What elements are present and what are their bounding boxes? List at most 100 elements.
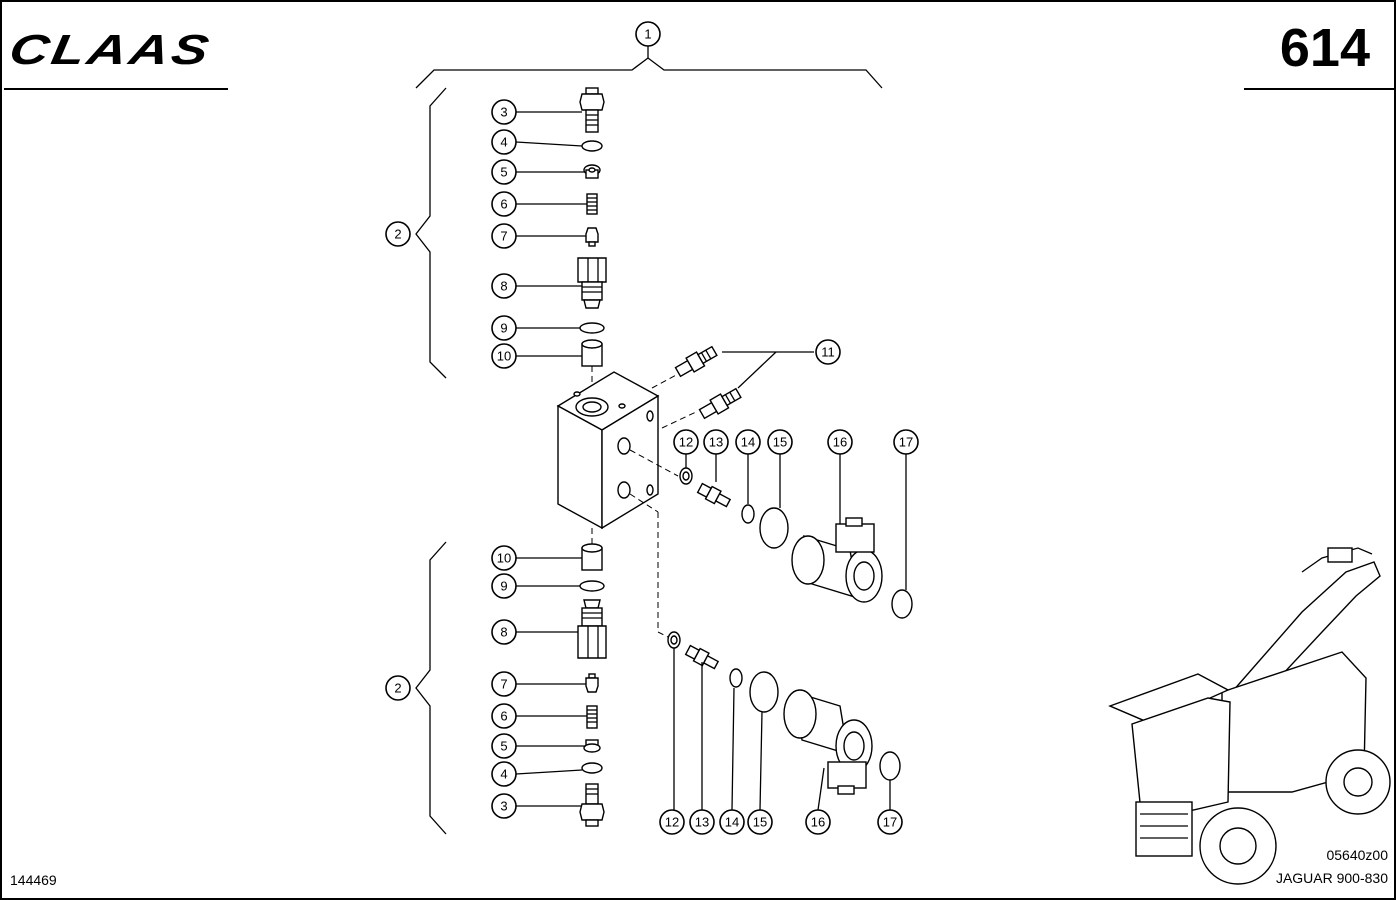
- callout-17-upper: 17: [893, 429, 919, 455]
- callout-7-lower: 7: [491, 671, 517, 697]
- valve-block: [556, 371, 697, 632]
- lower-cartridge-brace: [415, 541, 447, 835]
- callout-10-lower: 10: [491, 545, 517, 571]
- callout-9-upper: 9: [491, 315, 517, 341]
- part-13-lower-valve: [684, 644, 720, 670]
- callout-8-upper: 8: [491, 273, 517, 299]
- harvester-thumbnail: [1108, 547, 1391, 885]
- svg-text:16: 16: [833, 435, 847, 450]
- svg-text:6: 6: [500, 197, 507, 212]
- svg-text:7: 7: [500, 229, 507, 244]
- callout-10-upper: 10: [491, 343, 517, 369]
- svg-text:10: 10: [497, 349, 511, 364]
- callout-7-upper: 7: [491, 223, 517, 249]
- page-number: 614: [1279, 18, 1370, 78]
- svg-text:4: 4: [500, 767, 507, 782]
- part-8-lower-body: [577, 599, 607, 659]
- svg-text:3: 3: [500, 105, 507, 120]
- callout-16-upper: 16: [827, 429, 853, 455]
- part-15-lower-oring: [749, 671, 779, 713]
- callout-1: 1: [635, 21, 661, 47]
- part-13-upper-valve: [696, 482, 732, 508]
- callout-15-lower: 15: [747, 809, 773, 835]
- page-number-underline: [1244, 88, 1394, 90]
- svg-text:1: 1: [644, 27, 651, 42]
- lower-column-leaders: [515, 557, 587, 807]
- part-12-upper-washer: [679, 467, 693, 485]
- svg-text:17: 17: [883, 815, 897, 830]
- svg-text:4: 4: [500, 135, 507, 150]
- figure-code: 05640z00: [1326, 847, 1388, 863]
- upper-column-leaders: [515, 111, 587, 357]
- part-6-upper-spring: [586, 193, 598, 215]
- svg-text:2: 2: [394, 227, 401, 242]
- svg-text:14: 14: [741, 435, 755, 450]
- callout-3-lower: 3: [491, 793, 517, 819]
- svg-text:15: 15: [773, 435, 787, 450]
- logo-underline: [4, 88, 228, 90]
- part-10-lower-sleeve: [581, 543, 603, 571]
- svg-text:5: 5: [500, 739, 507, 754]
- part-16-upper-coil: [791, 517, 883, 603]
- part-7-lower-poppet: [585, 673, 599, 693]
- callout-2-lower: 2: [385, 675, 411, 701]
- svg-text:12: 12: [665, 815, 679, 830]
- part-7-upper-poppet: [585, 227, 599, 247]
- svg-text:12: 12: [679, 435, 693, 450]
- lower-solenoid-group: [657, 631, 901, 795]
- part-14-lower-oring: [729, 668, 743, 688]
- svg-text:13: 13: [695, 815, 709, 830]
- callout-5-lower: 5: [491, 733, 517, 759]
- part-3-lower-plug: [579, 783, 605, 827]
- callout-17-lower: 17: [877, 809, 903, 835]
- callout-13-lower: 13: [689, 809, 715, 835]
- svg-text:8: 8: [500, 279, 507, 294]
- callout-5-upper: 5: [491, 159, 517, 185]
- svg-text:7: 7: [500, 677, 507, 692]
- upper-solenoid-leaders: [685, 454, 907, 590]
- part-6-lower-spring: [586, 705, 598, 729]
- svg-text:10: 10: [497, 551, 511, 566]
- part-15-upper-oring: [759, 507, 789, 549]
- fittings-leaders: [722, 351, 814, 389]
- callout-12-lower: 12: [659, 809, 685, 835]
- svg-text:2: 2: [394, 681, 401, 696]
- callout-16-lower: 16: [805, 809, 831, 835]
- svg-text:11: 11: [821, 345, 835, 360]
- part-5-lower-seat: [583, 739, 601, 753]
- svg-text:6: 6: [500, 709, 507, 724]
- callout-2-upper: 2: [385, 221, 411, 247]
- callout-4-upper: 4: [491, 129, 517, 155]
- part-5-upper-seat: [583, 164, 601, 179]
- lower-parts-column: [577, 528, 607, 827]
- callout-9-lower: 9: [491, 573, 517, 599]
- callout-6-upper: 6: [491, 191, 517, 217]
- svg-text:16: 16: [811, 815, 825, 830]
- svg-text:15: 15: [753, 815, 767, 830]
- part-3-upper-plug: [579, 87, 605, 133]
- lower-solenoid-leaders: [673, 648, 891, 811]
- callout-8-lower: 8: [491, 619, 517, 645]
- part-17-lower-oring: [879, 751, 901, 781]
- drawing-number: 144469: [10, 872, 57, 888]
- upper-solenoid-group: [679, 467, 913, 619]
- upper-parts-column: [577, 87, 607, 402]
- part-17-upper-oring: [891, 589, 913, 619]
- callout-4-lower: 4: [491, 761, 517, 787]
- callout-14-upper: 14: [735, 429, 761, 455]
- svg-text:13: 13: [709, 435, 723, 450]
- svg-text:9: 9: [500, 579, 507, 594]
- upper-cartridge-brace: [415, 87, 447, 379]
- callout-3-upper: 3: [491, 99, 517, 125]
- model-label: JAGUAR 900-830: [1275, 870, 1388, 886]
- part-12-lower-washer: [667, 631, 681, 649]
- part-8-upper-body: [577, 257, 607, 309]
- callout-15-upper: 15: [767, 429, 793, 455]
- svg-text:14: 14: [725, 815, 739, 830]
- part-4-lower-oring: [581, 762, 603, 774]
- callout-6-lower: 6: [491, 703, 517, 729]
- part-4-upper-oring: [581, 140, 603, 152]
- svg-text:8: 8: [500, 625, 507, 640]
